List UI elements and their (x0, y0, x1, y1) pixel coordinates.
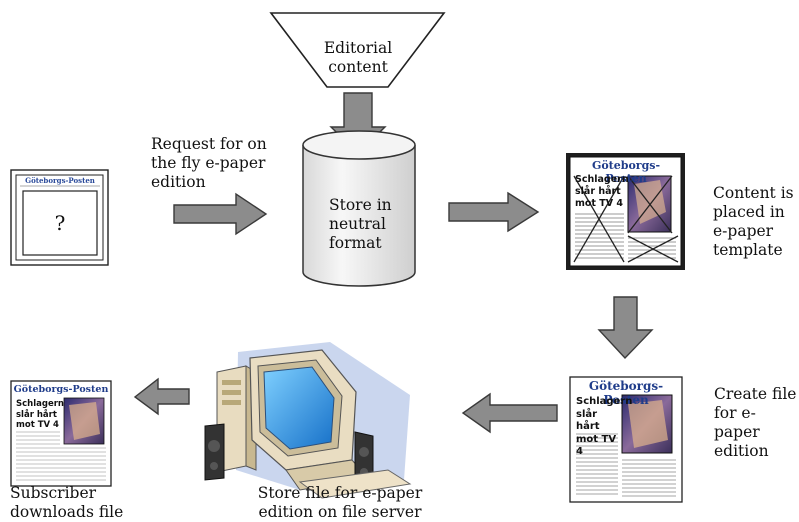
placed-label-line3: e-paper (713, 222, 774, 240)
request-label-line1: Request for on (151, 135, 267, 153)
storage-cylinder (302, 130, 416, 287)
template-headline: Schlagern slår hårt mot TV 4 (575, 174, 629, 210)
empty-paper-page (10, 169, 109, 266)
question-mark: ? (54, 211, 66, 235)
editorial-label-line1: Editorial (323, 39, 393, 57)
empty-paper-masthead: Göteborgs-Posten (25, 176, 95, 185)
download-headline-line3: mot TV 4 (16, 420, 59, 430)
arrow-server-to-subscriber (133, 377, 190, 416)
template-headline-line3: mot TV 4 (575, 198, 624, 209)
arrow-store-to-template (448, 191, 540, 233)
editorial-content-label: Editorial content (306, 39, 410, 77)
computer-illustration (204, 342, 412, 499)
cylinder-label-line1: Store in (329, 196, 392, 214)
template-paper-page (566, 153, 685, 270)
download-headline-line2: slår hårt (16, 409, 57, 420)
content-placed-label: Content is placed in e-paper template (713, 184, 798, 260)
template-masthead: Göteborgs-Posten (591, 159, 661, 185)
create-file-label: Create file for e-paper edition (714, 385, 799, 461)
download-paper-page (10, 380, 112, 487)
subscriber-label-line1: Subscriber (10, 484, 97, 502)
cylinder-label-line3: format (329, 234, 382, 252)
template-headline-line2: slår hårt (575, 186, 621, 197)
create-label-line3: edition (714, 442, 769, 460)
download-headline-line1: Schlagern (16, 399, 64, 409)
final-headline: Schlagern slår hårt mot TV 4 (576, 396, 633, 459)
request-label-line2: the fly e-paper (151, 154, 266, 172)
create-label-line2: for e-paper (714, 404, 760, 441)
template-headline-line1: Schlagern (575, 174, 629, 185)
final-masthead: Göteborgs-Posten (588, 379, 664, 407)
placed-label-line1: Content is (713, 184, 794, 202)
request-label: Request for on the fly e-paper edition (151, 135, 291, 192)
final-headline-line3: mot TV 4 (576, 433, 617, 458)
store-file-label-line2: edition on file server (258, 503, 422, 521)
final-headline-line1: Schlagern (576, 396, 633, 407)
download-headline: Schlagern slår hårt mot TV 4 (16, 399, 64, 431)
subscriber-label: Subscriber downloads file (10, 484, 140, 522)
final-headline-line2: slår hårt (576, 408, 600, 433)
editorial-funnel (269, 12, 446, 88)
final-paper-page (569, 376, 683, 503)
store-neutral-format-label: Store in neutral format (329, 196, 429, 253)
cylinder-label-line2: neutral (329, 215, 386, 233)
download-masthead: Göteborgs-Posten (13, 384, 109, 395)
request-label-line3: edition (151, 173, 206, 191)
store-file-label: Store file for e-paper edition on file s… (240, 484, 440, 522)
editorial-label-line2: content (328, 58, 388, 76)
subscriber-label-line2: downloads file (10, 503, 124, 521)
arrow-file-to-server (461, 392, 558, 434)
create-label-line1: Create file (714, 385, 797, 403)
arrow-template-to-file (597, 296, 654, 360)
store-file-label-line1: Store file for e-paper (257, 484, 423, 502)
placed-label-line2: placed in (713, 203, 785, 221)
arrow-request-to-store (173, 192, 268, 236)
placed-label-line4: template (713, 241, 783, 259)
